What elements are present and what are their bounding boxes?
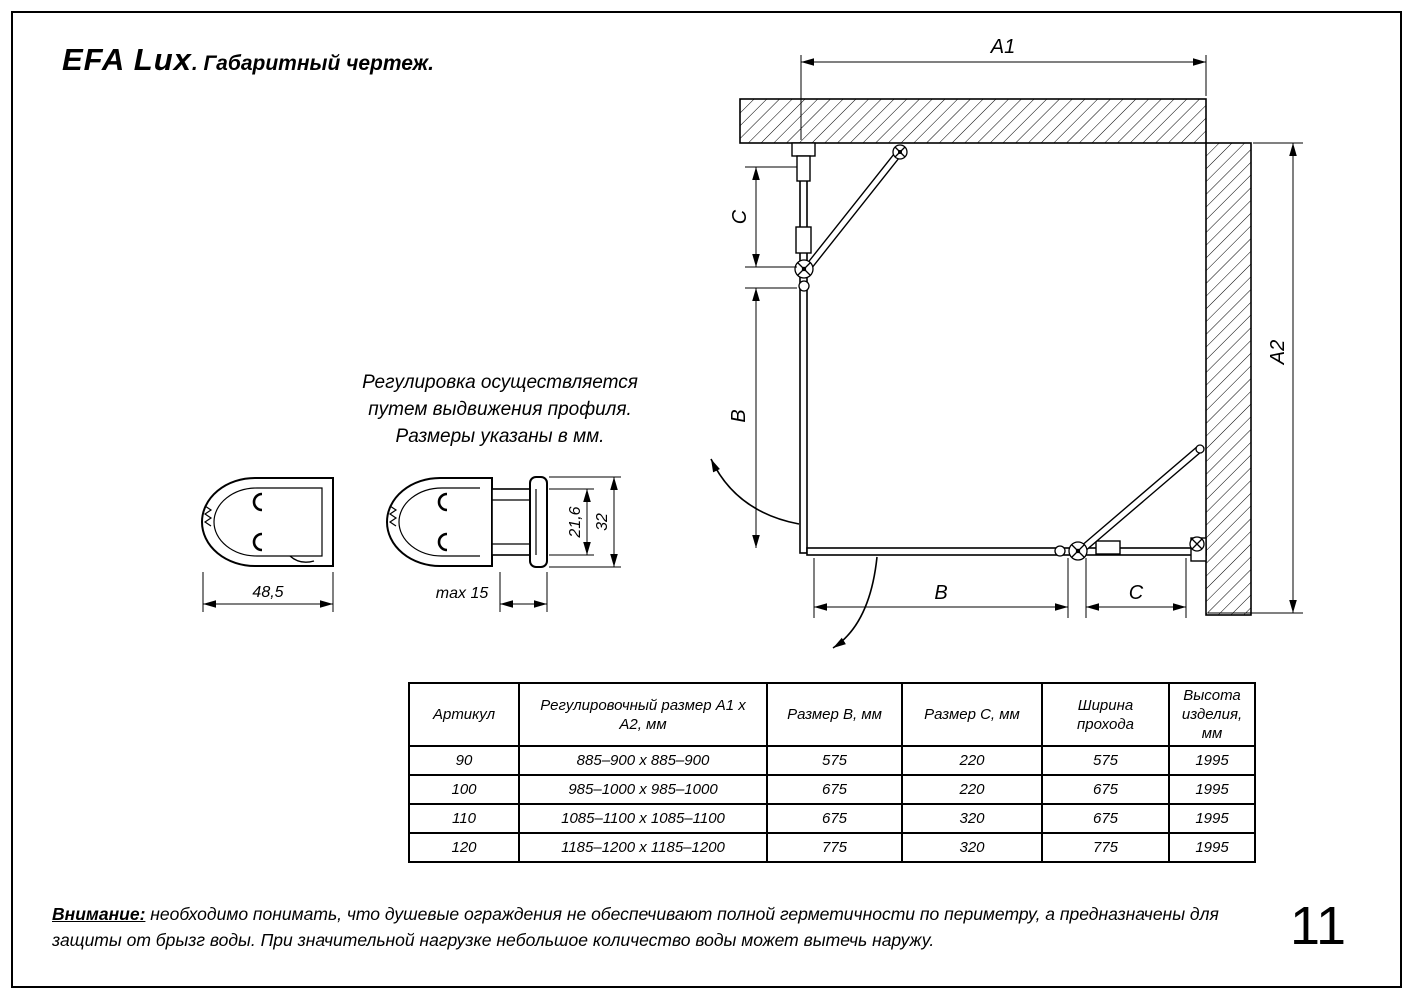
table-row: 100 985–1000 x 985–1000 675 220 675 1995 — [408, 774, 1256, 805]
door-leaf-top — [805, 148, 904, 270]
wall-top — [739, 98, 1207, 144]
door-swing-arc-left — [710, 458, 800, 525]
dim-label-c-side: C — [729, 209, 751, 224]
cell-height: 1995 — [1168, 745, 1256, 776]
cell-article: 90 — [408, 745, 520, 776]
hinge-icon — [794, 259, 814, 292]
page-title: EFA Lux. Габаритный чертеж. — [62, 42, 434, 78]
cell-height: 1995 — [1168, 803, 1256, 834]
table-row: 110 1085–1100 x 1085–1100 675 320 675 19… — [408, 803, 1256, 834]
cell-article: 120 — [408, 832, 520, 863]
col-header-article: Артикул — [408, 682, 520, 747]
table-row: 120 1185–1200 x 1185–1200 775 320 775 19… — [408, 832, 1256, 863]
table-header-row: Артикул Регулировочный размер A1 x A2, м… — [408, 682, 1256, 747]
glass-panel-bottom — [806, 547, 1207, 556]
col-header-height: Высота изделия, мм — [1168, 682, 1256, 747]
dim-label-max-15: max 15 — [436, 585, 489, 602]
dim-label-b-side: B — [728, 409, 750, 422]
product-name: EFA Lux — [62, 42, 192, 77]
cell-height: 1995 — [1168, 774, 1256, 805]
cell-article: 100 — [408, 774, 520, 805]
cell-article: 110 — [408, 803, 520, 834]
note-line: Регулировка осуществляется — [362, 372, 638, 393]
table-row: 90 885–900 x 885–900 575 220 575 1995 — [408, 745, 1256, 776]
cell-adjust-size: 985–1000 x 985–1000 — [518, 774, 768, 805]
dim-label-c-bottom: C — [1129, 582, 1144, 604]
adjustment-note: Регулировка осуществляется путем выдвиже… — [340, 369, 660, 450]
cell-size-b: 775 — [766, 832, 903, 863]
dim-label-21-6: 21,6 — [567, 506, 584, 538]
wall-profile-top — [791, 142, 816, 182]
col-header-size-c: Размер C, мм — [901, 682, 1043, 747]
hinge-icon — [892, 144, 908, 160]
plan-dimensions — [745, 55, 1303, 618]
cell-size-b: 675 — [766, 774, 903, 805]
spec-table: Артикул Регулировочный размер A1 x A2, м… — [408, 682, 1256, 863]
cell-passage-width: 775 — [1041, 832, 1170, 863]
border-frame — [11, 11, 1402, 988]
cell-size-c: 220 — [901, 745, 1043, 776]
note-line: Размеры указаны в мм. — [395, 426, 605, 447]
warning-note: Внимание: необходимо понимать, что душев… — [52, 901, 1247, 953]
profile-dimensions — [202, 476, 621, 612]
cell-passage-width: 675 — [1041, 803, 1170, 834]
wall-right — [1205, 142, 1252, 616]
cell-passage-width: 675 — [1041, 774, 1170, 805]
dim-label-32: 32 — [594, 513, 611, 531]
door-swing-arc-bottom — [832, 556, 878, 649]
enclosure-plan — [710, 98, 1252, 649]
hinge-icon — [1189, 444, 1205, 552]
wall-profile-section — [201, 477, 334, 567]
col-header-adjust-size: Регулировочный размер A1 x A2, мм — [518, 682, 768, 747]
cell-height: 1995 — [1168, 832, 1256, 863]
cell-size-c: 220 — [901, 774, 1043, 805]
note-line: путем выдвижения профиля. — [368, 399, 632, 420]
cell-adjust-size: 1185–1200 x 1185–1200 — [518, 832, 768, 863]
glass-panel-left — [799, 145, 808, 554]
dim-label-48-5: 48,5 — [252, 584, 283, 601]
cell-adjust-size: 885–900 x 885–900 — [518, 745, 768, 776]
hinge-icon — [1054, 541, 1088, 561]
cell-size-c: 320 — [901, 832, 1043, 863]
door-leaf-bottom — [1079, 444, 1203, 554]
col-header-size-b: Размер B, мм — [766, 682, 903, 747]
cell-size-c: 320 — [901, 803, 1043, 834]
warning-text: необходимо понимать, что душевые огражде… — [52, 904, 1219, 950]
page-number: 11 — [1290, 896, 1347, 956]
dim-label-b-bottom: B — [934, 582, 947, 604]
col-header-passage-width: Ширина прохода — [1041, 682, 1170, 747]
cell-size-b: 675 — [766, 803, 903, 834]
cell-size-b: 575 — [766, 745, 903, 776]
dim-label-a2: A2 — [1267, 340, 1289, 365]
dim-label-a1: A1 — [990, 36, 1015, 58]
cell-adjust-size: 1085–1100 x 1085–1100 — [518, 803, 768, 834]
cell-passage-width: 575 — [1041, 745, 1170, 776]
roller-block-bottom — [1095, 540, 1121, 555]
warning-label: Внимание: — [52, 904, 146, 924]
adjustable-profile-section — [386, 476, 548, 568]
roller-block-left — [795, 226, 812, 254]
drawing-type-label: . Габаритный чертеж. — [191, 52, 434, 75]
